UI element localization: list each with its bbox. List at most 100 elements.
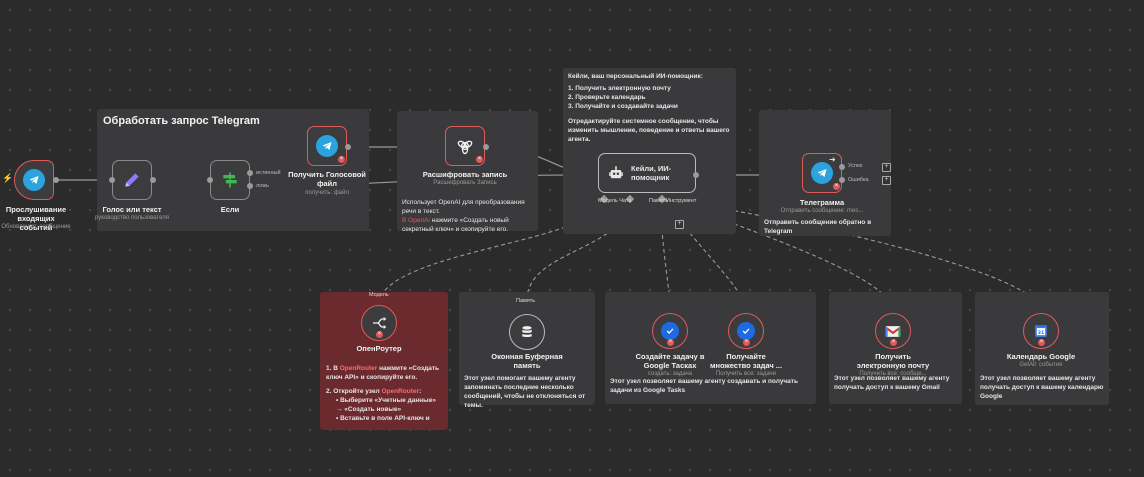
error-icon: × [338,156,345,163]
telegram-error-label: Ошибка [848,177,869,183]
agent-note-item-3: Получайте и создавайте задачи [575,103,678,110]
calendar-sub: GetAll: событие [1019,362,1063,368]
agent-port-model-label: Модель Чата [598,198,632,204]
database-icon [522,326,532,337]
gmail-note-text: Этот узел позволяет вашему агенту получа… [834,375,950,391]
sticky-agent-note: Кейли, ваш персональный ИИ-помощник: 1. … [563,68,736,234]
get-voice-output-port[interactable] [345,144,351,150]
telegram-trigger-node[interactable] [14,160,54,200]
error-icon: × [833,183,840,190]
telegram-icon [23,169,45,191]
telegram-success-add-button[interactable]: + [882,163,891,172]
if-false-port[interactable] [247,183,253,189]
voice-or-text-title: Голос или текст [102,205,162,214]
agent-note-footer: Отредактируйте системное сообщение, чтоб… [568,118,730,143]
gmail-icon [885,325,901,337]
trigger-title: Прослушивание входящих событий [5,205,67,232]
telegram-note-text: Отправить сообщение обратно в Telegram [764,219,872,235]
error-icon: × [743,339,750,346]
agent-port-memory-label: Память [649,198,669,204]
if-false-label: ложь [256,183,269,189]
gmail-sub: Получить все: сообще... [859,371,927,377]
or-step1-rest: нажмите «Создать ключ API» и скопируйте … [326,365,440,381]
error-icon: × [667,339,674,346]
get-tasks-title: Получайте множество задач ... [709,352,783,370]
or-step2-rest: : [419,388,422,395]
memory-node[interactable] [509,314,545,350]
telegram-send-node[interactable] [802,153,842,193]
error-icon: × [476,156,483,163]
decode-note-prefix: В [402,217,409,224]
robot-icon [609,166,623,179]
if-input-port[interactable] [207,177,213,183]
pencil-icon [125,173,139,187]
or-step2-prefix: Откройте узел [333,388,382,395]
agent-note-text: Кейли, ваш персональный ИИ-помощник: 1. … [568,72,733,144]
error-icon: × [890,339,897,346]
google-tasks-icon [661,322,679,340]
ai-agent-node[interactable]: Кейли, ИИ-помощник [598,153,696,193]
telegram-sub: Отправить сообщение: mes... [780,208,864,214]
telegram-title: Телеграмма [799,198,845,207]
agent-note-item-1: Получить электронную почту [575,85,671,92]
trigger-bolt-icon: ⚡ [2,173,14,183]
telegram-error-add-button[interactable]: + [882,176,891,185]
get-voice-sub: получить: файл [305,190,349,196]
memory-title: Оконная Буферная память [491,352,563,370]
memory-port-label: Память [516,298,536,304]
telegram-success-port[interactable] [839,164,845,170]
if-title: Если [220,205,240,214]
gmail-title: Получить электронную почту [856,352,930,370]
calendar-note-text: Этот узел позволяет вашему агенту получа… [980,375,1104,400]
if-true-port[interactable] [247,170,253,176]
or-step1-prefix: В [333,365,340,372]
sticky-memory-note: Этот узел помогает вашему агенту запомин… [459,292,595,409]
google-tasks-icon [737,322,755,340]
agent-title: Кейли, ИИ-помощник [631,164,672,182]
trigger-output-port[interactable] [53,177,59,183]
voice-or-text-input-port[interactable] [109,177,115,183]
google-calendar-icon: 31 [1035,325,1047,337]
group-title: Обработать запрос Telegram [103,115,260,127]
decode-note-brand: OpenAi [408,217,430,224]
create-task-sub: создать: задача [647,371,693,377]
openrouter-icon [373,317,387,329]
or-bullet-2: Вставьте в поле API-ключ и [340,415,430,422]
openrouter-title: ОпенРоутер [356,344,402,353]
sticky-tasks-note: Этот узел позволяет вашему агенту создав… [605,292,816,404]
voice-or-text-node[interactable] [112,160,152,200]
voice-or-text-output-port[interactable] [150,177,156,183]
agent-note-item-2: Проверьте календарь [575,94,646,101]
transcribe-title: Расшифровать запись [422,170,508,179]
get-tasks-node[interactable] [728,313,764,349]
get-voice-title: Получить Голосовой файл [288,170,366,188]
telegram-icon [811,162,833,184]
error-icon: × [1038,339,1045,346]
agent-add-tool-button[interactable]: + [675,220,684,229]
if-node[interactable] [210,160,250,200]
error-icon: × [376,331,383,338]
get-tasks-sub: Получить все: задачи [715,371,777,377]
or-bullet-1: Выберите «Учетные данные» → «Создать нов… [336,397,436,413]
create-task-title: Создайте задачу в Google Тасках [635,352,705,370]
openrouter-note-text: 1. В OpenRouter нажмите «Создать ключ AP… [326,365,440,422]
voice-or-text-sub: руководство пользователя [95,215,169,221]
transcribe-output-port[interactable] [483,144,489,150]
calendar-title: Календарь Google [1006,352,1076,361]
openrouter-port-label: Модель [369,292,389,298]
openai-icon [457,140,473,155]
or-step1-brand: OpenRouter [339,365,378,372]
agent-output-port[interactable] [693,172,699,178]
telegram-icon [316,135,338,157]
if-true-label: истинный [256,170,281,176]
tasks-note-text: Этот узел позволяет вашему агенту создав… [610,378,798,394]
or-step2-brand: OpenRouter [381,388,420,395]
send-arrow-icon: ➜ [829,155,836,164]
telegram-error-port[interactable] [839,177,845,183]
decode-note-text: Использует OpenAI для преобразования реч… [402,198,534,234]
decode-note-rest: нажмите «Создать новый секретный ключ» и… [402,217,509,233]
svg-text:31: 31 [1038,330,1044,336]
transcribe-sub: Расшифровать Запись [433,180,497,186]
trigger-sub: Обновления: сообщение [1,224,71,230]
agent-note-intro: Кейли, ваш персональный ИИ-помощник: [568,73,703,80]
